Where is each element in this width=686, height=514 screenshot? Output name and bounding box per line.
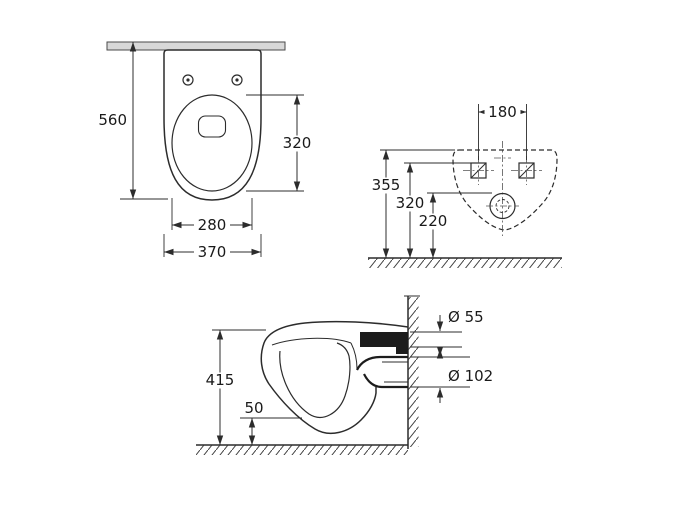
fixing-hole-left	[182, 74, 194, 86]
dim-320b-label: 320	[396, 194, 425, 212]
bowl-cavity	[279, 342, 351, 418]
outlet-pipe-top	[356, 355, 408, 371]
flush-opening	[197, 115, 227, 138]
dim-415-label-bg	[202, 372, 238, 389]
wall-mounting-bar	[106, 41, 286, 51]
toilet-plan-outline	[163, 49, 262, 201]
bowl-ellipse	[171, 94, 253, 192]
wall-hatching	[368, 258, 562, 268]
installation-view: 180 355 320 220	[368, 103, 562, 268]
dim-220-label: 220	[419, 212, 448, 230]
drain-inner-circle	[495, 199, 510, 213]
plan-view: 560 320 280 370	[98, 41, 315, 261]
dim-355-label-bg	[368, 177, 404, 194]
dim-560-label: 560	[98, 111, 127, 129]
dim-180-label: 180	[488, 103, 517, 121]
inlet-pipe-elbow	[396, 347, 408, 354]
dim-355-label: 355	[372, 176, 401, 194]
wall-face-hatching	[408, 297, 419, 447]
rim-to-outlet-line	[350, 342, 358, 370]
fixing-hole-left-center	[186, 78, 190, 82]
rim-inner-line	[271, 337, 352, 346]
fixing-hole-right	[231, 74, 243, 86]
dim-320-label: 320	[283, 134, 312, 152]
dim-370-label-bg	[194, 244, 230, 261]
fixing-hole-right-center	[235, 78, 239, 82]
toilet-side-profile	[260, 320, 409, 435]
side-view: 415 50 Ø 55 Ø 102	[196, 295, 493, 455]
dim-320-label-bg	[279, 135, 315, 152]
dim-50-label: 50	[244, 399, 263, 417]
dim-180-label-bg	[484, 104, 521, 121]
dim-o55-label: Ø 55	[448, 308, 484, 326]
dim-415-label: 415	[206, 371, 235, 389]
dim-320b-label-bg	[392, 195, 428, 212]
dim-370-label: 370	[198, 243, 227, 261]
dim-o102-label: Ø 102	[448, 367, 493, 385]
inlet-pipe	[360, 332, 408, 347]
dim-280-label-bg	[194, 217, 230, 234]
dim-280-label: 280	[198, 216, 227, 234]
dim-220-label-bg	[415, 213, 451, 230]
toilet-dashed-outline	[452, 149, 558, 231]
floor-hatching	[196, 445, 408, 455]
outlet-pipe-bottom	[363, 373, 408, 389]
